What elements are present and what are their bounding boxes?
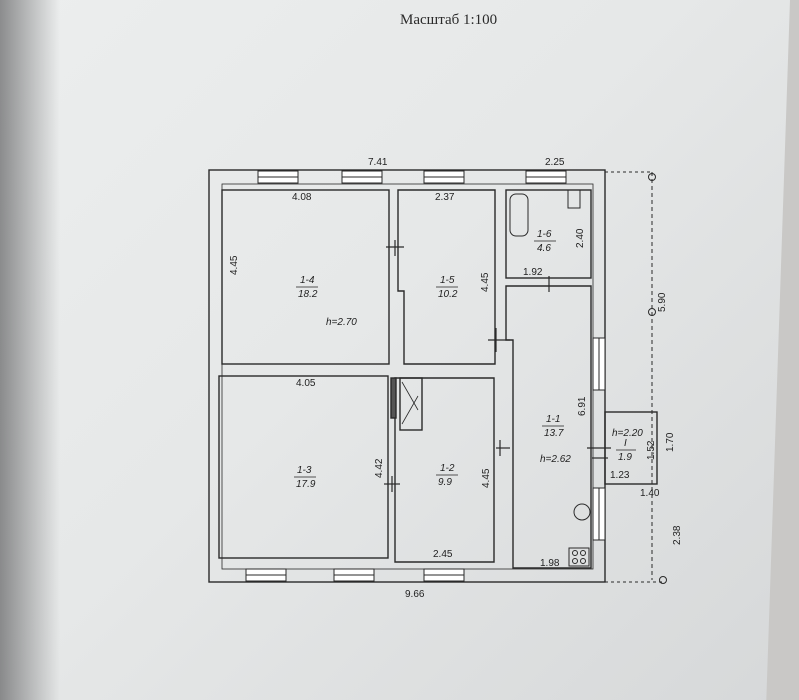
- dim-room14-height: 4.45: [229, 255, 240, 275]
- dim-right-upper: 5.90: [657, 292, 668, 312]
- bathtub-icon: [509, 193, 529, 237]
- room-1-3-outline: [218, 375, 389, 559]
- room-area: 9.9: [438, 477, 452, 488]
- dim-room15-height: 4.45: [480, 272, 491, 292]
- dim-room11-width: 1.98: [540, 558, 560, 569]
- room-id: 1-3: [297, 465, 312, 476]
- dim-room16-height: 2.40: [575, 228, 586, 248]
- dim-room16-width: 1.92: [523, 267, 543, 278]
- paper-shadow: [0, 0, 60, 700]
- room-area: 17.9: [296, 479, 316, 490]
- room-labels: 1-4 18.2 1-5 10.2 1-6 4.6 1-3 17.9 1-2 9…: [294, 229, 643, 490]
- dim-porch-width-2: 1.40: [640, 488, 660, 499]
- dim-top-total: 7.41: [368, 157, 388, 168]
- room-id: I: [624, 438, 627, 449]
- dim-room13-width: 4.05: [296, 378, 316, 389]
- dim-room11-height: 6.91: [577, 396, 588, 416]
- doors: [384, 240, 611, 492]
- walls: [208, 169, 658, 583]
- room-area: 13.7: [544, 428, 564, 439]
- dim-porch-height-2: 1.70: [665, 432, 676, 452]
- room-1-4-outline: [221, 189, 390, 365]
- room-area: 18.2: [298, 289, 318, 300]
- room-area: 1.9: [618, 452, 632, 463]
- toilet-icon: [567, 189, 581, 209]
- room-id: 1-2: [440, 463, 455, 474]
- room-area: 10.2: [438, 289, 458, 300]
- room-id: 1-1: [546, 414, 560, 425]
- dim-room14-width: 4.08: [292, 192, 312, 203]
- scale-title: Масштаб 1:100: [400, 12, 498, 28]
- height-main: h=2.70: [326, 317, 357, 328]
- dim-room13-height: 4.42: [374, 458, 385, 478]
- room-area: 4.6: [537, 243, 551, 254]
- wall-strip: [390, 377, 397, 419]
- dim-room12-width: 2.45: [433, 549, 453, 560]
- windows: [245, 170, 606, 582]
- sink-icon: [573, 503, 591, 521]
- room-1-2-outline: [394, 377, 495, 563]
- room-id: 1-6: [537, 229, 552, 240]
- dim-porch-height-1: 1.52: [646, 440, 657, 460]
- right-dimension-chain: [605, 171, 667, 584]
- height-room11: h=2.62: [540, 454, 571, 465]
- fixtures: [509, 189, 591, 567]
- room-id: 1-5: [440, 275, 455, 286]
- height-porch: h=2.20: [612, 428, 643, 439]
- stove-lines: [401, 381, 419, 425]
- stove-icon: [568, 547, 590, 567]
- dim-top-right: 2.25: [545, 157, 565, 168]
- dim-bottom-total: 9.66: [405, 589, 425, 600]
- room-1-1-outline: [505, 285, 592, 569]
- dim-room15-width: 2.37: [435, 192, 455, 203]
- dim-room12-height: 4.45: [481, 468, 492, 488]
- room-id: 1-4: [300, 275, 315, 286]
- dim-right-lower: 2.38: [672, 525, 683, 545]
- dim-porch-width-1: 1.23: [610, 470, 630, 481]
- room-1-5-outline: [397, 189, 496, 365]
- stove-outline: [399, 377, 423, 431]
